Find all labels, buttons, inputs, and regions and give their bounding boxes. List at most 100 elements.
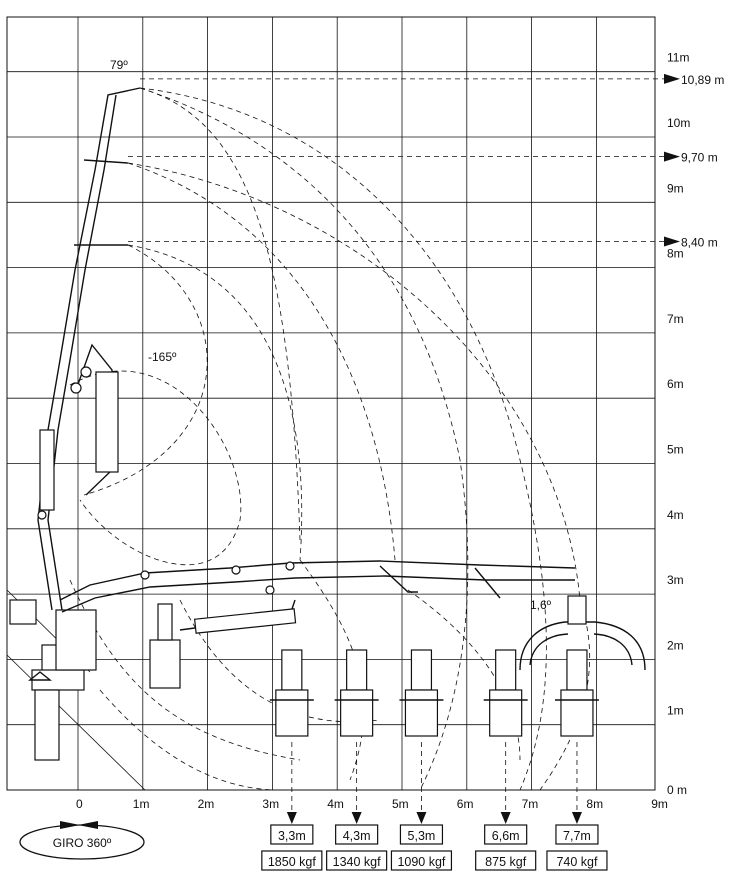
capacity-label: 740 kgf <box>556 855 598 869</box>
grapple-body <box>149 639 181 689</box>
y-tick-label: 6m <box>667 377 684 391</box>
capacity-label: 1340 kgf <box>333 855 381 869</box>
y-tick-label: 7m <box>667 312 684 326</box>
grapple-body <box>404 689 439 737</box>
extension-link <box>379 565 418 593</box>
reach-arc <box>407 589 521 761</box>
reach-arc <box>99 689 281 791</box>
x-tick-label: 1m <box>133 797 150 811</box>
reach-label: 5,3m <box>408 829 436 843</box>
capacity-label: 1850 kgf <box>268 855 316 869</box>
y-tick-label: 10m <box>667 116 690 130</box>
grapple-rotator <box>346 649 368 691</box>
crane-mark <box>28 671 52 681</box>
max-height-label: 10,89 m <box>681 73 724 87</box>
x-tick-label: 8m <box>586 797 603 811</box>
reach-label: 4,3m <box>343 829 371 843</box>
y-tick-label: 1m <box>667 704 684 718</box>
reach-label: 3,3m <box>278 829 306 843</box>
grid-frame <box>6 16 656 791</box>
boom-joint <box>285 561 295 571</box>
max-height-label: 8,40 m <box>681 235 718 249</box>
boom-horizontal <box>59 560 576 601</box>
reach-arc <box>139 87 547 791</box>
crane-stabilizer <box>34 689 60 761</box>
boom-horizontal-lower <box>61 575 575 613</box>
arrow-down-icon <box>351 812 362 824</box>
main-boom-raised-inner <box>47 94 117 611</box>
reach-box <box>335 824 379 845</box>
capacity-box <box>475 850 537 871</box>
reach-box <box>484 824 528 845</box>
reach-box <box>399 824 444 845</box>
rotation-indicator: GIRO 360º <box>19 821 145 860</box>
y-tick-label: 2m <box>667 638 684 652</box>
reach-arc <box>127 244 303 561</box>
grapple-loads <box>269 649 599 737</box>
arrow-down-icon <box>500 812 511 824</box>
x-tick-label: 6m <box>457 797 474 811</box>
arrow-right-icon <box>664 73 680 84</box>
grapple-body <box>489 689 523 737</box>
grapple-near <box>149 603 181 689</box>
angle-tip-label: 1,6º <box>530 598 552 612</box>
reach-arc <box>127 162 396 561</box>
crane-drawing <box>9 87 646 761</box>
open-grab <box>519 621 646 671</box>
inner-cylinder <box>95 371 119 473</box>
arrow-down-icon <box>416 812 427 824</box>
x-tick-label: 7m <box>522 797 539 811</box>
grapple-rotator <box>495 649 517 691</box>
y-tick-label: 11m <box>667 51 689 65</box>
boom-joint <box>140 570 150 580</box>
rotation-label: GIRO 360º <box>53 836 112 850</box>
reach-arc <box>83 244 208 496</box>
reach-arc <box>299 559 365 781</box>
boom-tip-mid <box>83 159 129 164</box>
y-tick-label: 8m <box>667 247 684 261</box>
construction-line <box>6 654 146 791</box>
reach-box <box>270 824 314 845</box>
grapple-body <box>340 689 374 737</box>
grapple-rotator <box>566 649 588 691</box>
y-axis-labels: 0 m1m2m3m4m5m6m7m8m9m10m11m12m <box>667 51 690 797</box>
reach-box <box>555 824 599 845</box>
load-table: 3,3m 1850 kgf 4,3m 1340 kgf 5,3m 1090 kgf 6,6m… <box>261 742 608 871</box>
max-height-label: 9,70 m <box>681 151 718 165</box>
capacity-box <box>326 850 388 871</box>
grapple-body <box>275 689 309 737</box>
rotation-arrow-icon <box>78 821 98 829</box>
y-tick-label: 5m <box>667 443 684 457</box>
capacity-box <box>546 850 608 871</box>
capacity-label: 1090 kgf <box>397 855 445 869</box>
y-tick-label: 4m <box>667 508 684 522</box>
x-tick-label: 3m <box>262 797 279 811</box>
crane-turret <box>55 609 97 671</box>
angle-top-label: 79º <box>110 58 128 72</box>
y-tick-label: 9m <box>667 181 684 195</box>
horizontal-cylinder <box>193 608 297 634</box>
reach-arc <box>179 599 381 723</box>
arrow-down-icon <box>286 812 297 824</box>
reach-label: 7,7m <box>563 829 591 843</box>
inner-boom-folded <box>75 343 113 496</box>
boom-joint <box>70 382 82 394</box>
capacity-box <box>390 850 453 871</box>
angle-inner-label: -165º <box>148 350 177 364</box>
reach-label: 6,6m <box>492 829 520 843</box>
capacity-box <box>261 850 323 871</box>
grapple-rotator <box>157 603 173 641</box>
rotator <box>567 595 587 625</box>
x-tick-label: 5m <box>392 797 409 811</box>
arrow-right-icon <box>664 151 680 162</box>
grapple-rotator <box>410 649 433 691</box>
y-tick-label: 3m <box>667 573 684 587</box>
x-tick-label: 2m <box>198 797 215 811</box>
extension-link <box>474 567 501 599</box>
y-tick-label: 0 m <box>667 783 687 797</box>
capacity-label: 875 kgf <box>485 855 527 869</box>
open-grab-inner <box>529 633 633 666</box>
main-cylinder <box>39 429 55 511</box>
